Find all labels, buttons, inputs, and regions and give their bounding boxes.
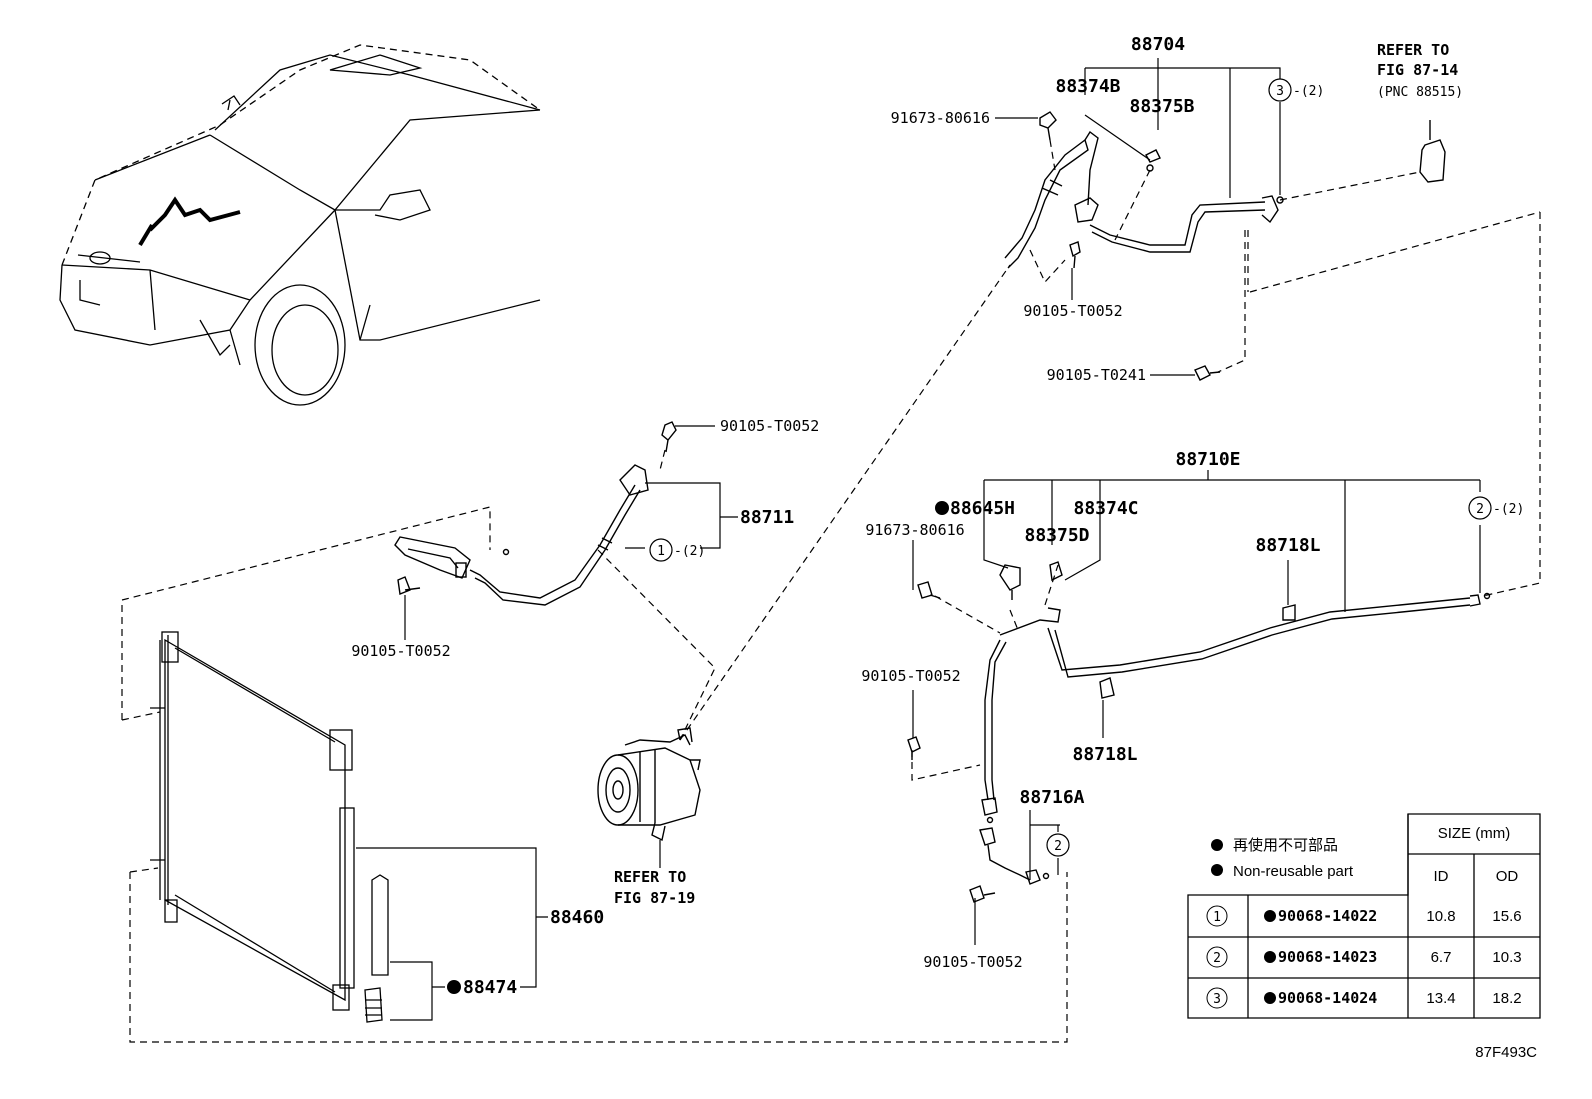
- svg-text:90068-14024: 90068-14024: [1278, 989, 1377, 1007]
- condenser-assembly: [150, 631, 389, 1023]
- svg-text:2: 2: [1054, 839, 1062, 854]
- legend: 再使用不可部品 Non-reusable part: [1211, 837, 1354, 880]
- label-88710E: 88710E: [1175, 449, 1240, 470]
- svg-text:(PNC 88515): (PNC 88515): [1377, 85, 1463, 100]
- svg-text:-(2): -(2): [674, 544, 705, 559]
- label-88374B: 88374B: [1055, 76, 1120, 97]
- table-header-id: ID: [1434, 868, 1449, 885]
- label-88374C: 88374C: [1073, 498, 1138, 519]
- label-88716A: 88716A: [1019, 787, 1084, 808]
- svg-text:90068-14022: 90068-14022: [1278, 907, 1377, 925]
- label-91673-80616-top: 91673-80616: [891, 109, 990, 127]
- svg-text:10.8: 10.8: [1426, 908, 1455, 925]
- label-88375D: 88375D: [1024, 525, 1089, 546]
- label-90105-T0052-bottom: 90105-T0052: [923, 953, 1022, 971]
- callout-3: 3 -(2): [1268, 78, 1324, 102]
- condenser-dashed-envelope: [121, 506, 1068, 1043]
- non-reusable-dot-88474: [447, 980, 461, 994]
- svg-text:1: 1: [1213, 910, 1221, 925]
- o-ring-size-table: [1187, 813, 1541, 1019]
- label-88474: 88474: [463, 977, 517, 998]
- label-90105-T0052-top: 90105-T0052: [1023, 302, 1122, 320]
- label-90105-T0052-cond: 90105-T0052: [351, 642, 450, 660]
- figure-code: 87F493C: [1475, 1044, 1537, 1061]
- svg-text:REFER TO: REFER TO: [1377, 41, 1449, 59]
- liquid-tube-88710E: [907, 561, 1491, 903]
- label-90105-T0241: 90105-T0241: [1047, 366, 1146, 384]
- table-row: 3 90068-14024 13.4 18.2: [1206, 987, 1522, 1009]
- svg-text:2: 2: [1213, 951, 1221, 966]
- label-88375B: 88375B: [1129, 96, 1194, 117]
- svg-text:3: 3: [1276, 84, 1284, 99]
- label-88645H: 88645H: [950, 498, 1015, 519]
- callout-1: 1 -(2): [649, 538, 705, 562]
- leader-lines: [356, 58, 1481, 1021]
- label-90105-T0052-hose: 90105-T0052: [720, 417, 819, 435]
- svg-text:1: 1: [657, 544, 665, 559]
- svg-text:13.4: 13.4: [1426, 990, 1455, 1007]
- svg-text:6.7: 6.7: [1431, 949, 1452, 966]
- svg-text:Non-reusable part: Non-reusable part: [1233, 863, 1354, 880]
- callout-2-lower: 2: [1046, 833, 1070, 857]
- svg-text:REFER TO: REFER TO: [614, 868, 686, 886]
- label-88460: 88460: [550, 907, 604, 928]
- label-88711: 88711: [740, 507, 794, 528]
- routing-dashed-lines: [597, 139, 1541, 781]
- svg-text:2: 2: [1476, 502, 1484, 517]
- svg-text:90068-14023: 90068-14023: [1278, 948, 1377, 966]
- non-reusable-dot-88645H: [935, 501, 949, 515]
- label-88704: 88704: [1131, 34, 1185, 55]
- svg-text:再使用不可部品: 再使用不可部品: [1233, 837, 1338, 854]
- label-88718L-a: 88718L: [1255, 535, 1320, 556]
- svg-text:-(2): -(2): [1493, 502, 1524, 517]
- label-91673-80616-mid: 91673-80616: [865, 521, 964, 539]
- svg-text:FIG 87-14: FIG 87-14: [1377, 61, 1458, 79]
- suction-hose-88704: [1004, 111, 1446, 381]
- svg-text:-(2): -(2): [1293, 84, 1324, 99]
- callout-2-upper: 2 -(2): [1468, 496, 1524, 520]
- ac-compressor: [597, 727, 701, 842]
- svg-text:10.3: 10.3: [1492, 949, 1521, 966]
- discharge-hose-88711: [394, 421, 677, 606]
- table-row: 2 90068-14023 6.7 10.3: [1206, 946, 1522, 968]
- table-header-size: SIZE (mm): [1438, 825, 1511, 842]
- table-header-od: OD: [1496, 868, 1519, 885]
- reference-fig-87-19: REFER TO FIG 87-19: [614, 868, 695, 907]
- svg-text:18.2: 18.2: [1492, 990, 1521, 1007]
- vehicle-illustration: [59, 44, 541, 406]
- table-row: 1 90068-14022 10.8 15.6: [1206, 905, 1522, 927]
- reference-fig-87-14: REFER TO FIG 87-14 (PNC 88515): [1377, 41, 1463, 100]
- label-88718L-b: 88718L: [1072, 744, 1137, 765]
- label-90105-T0052-mid: 90105-T0052: [861, 667, 960, 685]
- svg-text:15.6: 15.6: [1492, 908, 1521, 925]
- svg-text:FIG 87-19: FIG 87-19: [614, 889, 695, 907]
- svg-text:3: 3: [1213, 992, 1221, 1007]
